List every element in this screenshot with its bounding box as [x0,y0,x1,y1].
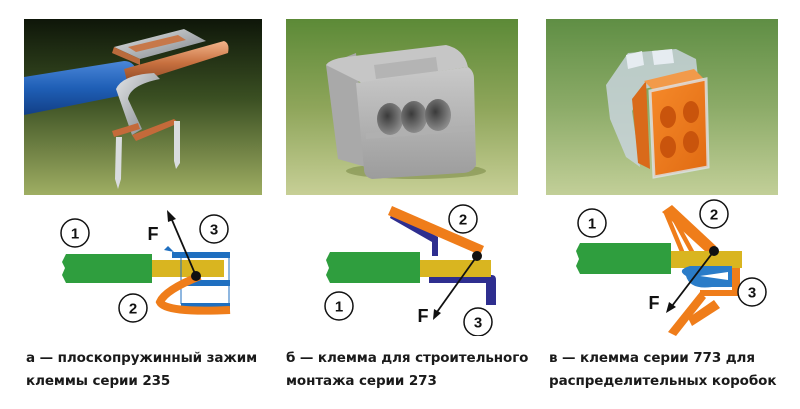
svg-text:1: 1 [335,299,343,316]
svg-text:3: 3 [474,315,482,332]
svg-text:2: 2 [129,301,137,318]
photo-flat-spring-clamp [24,19,262,195]
svg-text:2: 2 [459,212,467,229]
caption-a-line1: а — плоскопружинный зажим [26,350,258,366]
diagram-flat-spring-clamp: 1 2 3 F [30,196,260,336]
wire-insulation-shape [62,254,152,283]
svg-text:F: F [649,293,660,313]
svg-text:F: F [418,306,429,326]
caption-b: б — клемма для строительного монтажа сер… [286,347,528,393]
diagram-connector-773: 1 2 3 F [560,196,790,336]
svg-text:3: 3 [748,285,756,302]
caption-c-line2: распределительных коробок [549,373,777,389]
svg-text:F: F [148,224,159,244]
caption-b-line2: монтажа серии 273 [286,373,437,389]
svg-text:3: 3 [210,222,218,239]
caption-a: а — плоскопружинный зажим клеммы серии 2… [26,347,257,393]
caption-a-line2: клеммы серии 235 [26,373,171,389]
svg-text:2: 2 [710,207,718,224]
photo-grey-terminal-273 [286,19,518,195]
svg-text:1: 1 [588,216,596,233]
caption-c: в — клемма серии 773 для распределительн… [549,347,777,393]
caption-c-line1: в — клемма серии 773 для [549,350,755,366]
photo-orange-connector-773 [546,19,778,195]
diagram-terminal-273: 2 1 3 F [290,196,520,336]
svg-text:1: 1 [71,226,79,243]
caption-b-line1: б — клемма для строительного [286,350,529,366]
